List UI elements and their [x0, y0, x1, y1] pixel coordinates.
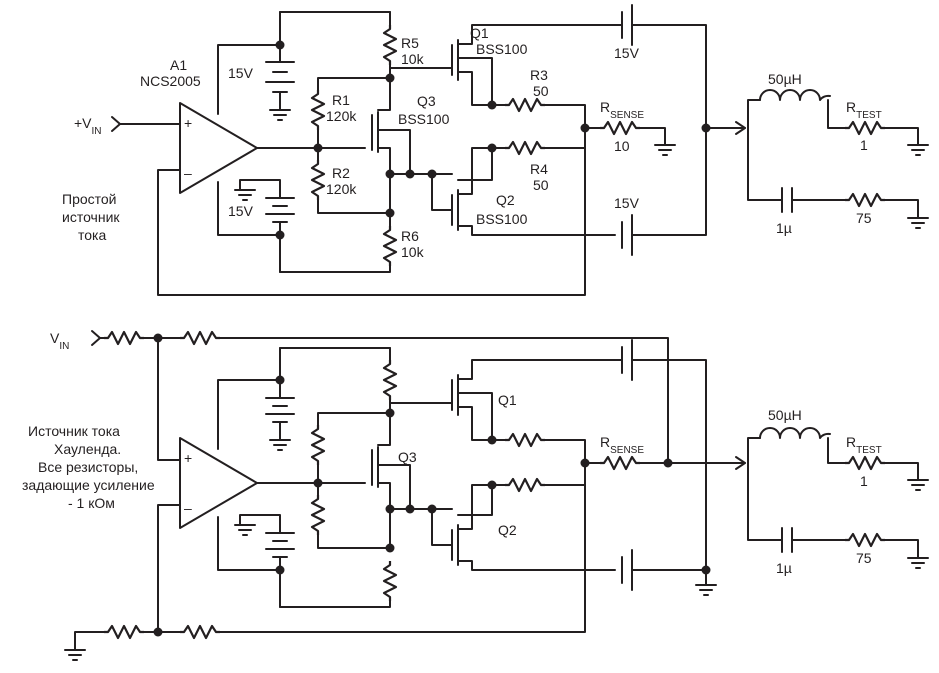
- label-rsense-bottom: RSENSE: [600, 434, 644, 456]
- label-q1-part: BSS100: [476, 41, 528, 57]
- caption-top-2: источник: [62, 209, 120, 225]
- label-q1-top: Q1: [470, 25, 489, 41]
- label-rtest-top: RTEST: [846, 99, 882, 121]
- caption-bottom-1: Источник тока: [28, 423, 120, 439]
- label-rtest-val-bottom: 1: [860, 473, 868, 489]
- label-15v-top-d: 15V: [614, 195, 640, 211]
- opamp-plus-bottom: +: [184, 450, 192, 466]
- label-q2-top: Q2: [496, 192, 515, 208]
- opamp-minus-top: –: [184, 165, 192, 181]
- label-75-bottom: 75: [856, 550, 872, 566]
- label-q1-bottom: Q1: [498, 392, 517, 408]
- top-schematic: + –: [111, 4, 929, 296]
- label-q3-bottom: Q3: [398, 449, 417, 465]
- label-15v-top-c: 15V: [614, 45, 640, 61]
- label-r2: R2: [332, 165, 350, 181]
- opamp-a1-bottom: [179, 437, 258, 529]
- label-rtest-val: 1: [860, 137, 868, 153]
- label-cap-bottom: 1µ: [776, 560, 792, 576]
- label-rsense-val: 10: [614, 138, 630, 154]
- label-rtest-bottom: RTEST: [846, 434, 882, 456]
- opamp-a1-top: [179, 102, 258, 194]
- label-q3-part: BSS100: [398, 111, 450, 127]
- bottom-schematic: + –: [64, 330, 929, 661]
- caption-bottom-5: - 1 кОм: [68, 495, 115, 511]
- label-75-top: 75: [856, 210, 872, 226]
- label-50uh-bottom: 50µH: [768, 407, 802, 423]
- label-a1: A1: [170, 57, 187, 73]
- label-r6: R6: [401, 228, 419, 244]
- label-vin-bottom: VIN: [50, 330, 69, 352]
- label-q3-top: Q3: [417, 93, 436, 109]
- label-ncs2005: NCS2005: [140, 73, 201, 89]
- label-r6-val: 10k: [401, 244, 425, 260]
- label-vin-top: +VIN: [74, 115, 102, 137]
- label-cap-top: 1µ: [776, 220, 792, 236]
- label-r5: R5: [401, 35, 419, 51]
- label-r4: R4: [530, 161, 548, 177]
- label-rsense-top: RSENSE: [600, 99, 644, 121]
- caption-bottom-3: Все резисторы,: [38, 459, 138, 475]
- caption-top-1: Простой: [62, 191, 117, 207]
- label-r3-val: 50: [533, 83, 549, 99]
- label-q2-bottom: Q2: [498, 522, 517, 538]
- label-r3: R3: [530, 67, 548, 83]
- label-15v-top-a: 15V: [228, 65, 254, 81]
- label-r4-val: 50: [533, 177, 549, 193]
- label-r2-val: 120k: [326, 181, 357, 197]
- caption-top-3: тока: [78, 227, 106, 243]
- label-50uh-top: 50µH: [768, 71, 802, 87]
- label-r1: R1: [332, 92, 350, 108]
- label-q2-part: BSS100: [476, 211, 528, 227]
- opamp-plus-top: +: [184, 115, 192, 131]
- label-15v-top-b: 15V: [228, 203, 254, 219]
- caption-bottom-2: Хауленда.: [54, 441, 121, 457]
- label-r1-val: 120k: [326, 108, 357, 124]
- opamp-minus-bottom: –: [184, 500, 192, 516]
- caption-bottom-4: задающие усиление: [22, 477, 155, 493]
- label-r5-val: 10k: [401, 51, 425, 67]
